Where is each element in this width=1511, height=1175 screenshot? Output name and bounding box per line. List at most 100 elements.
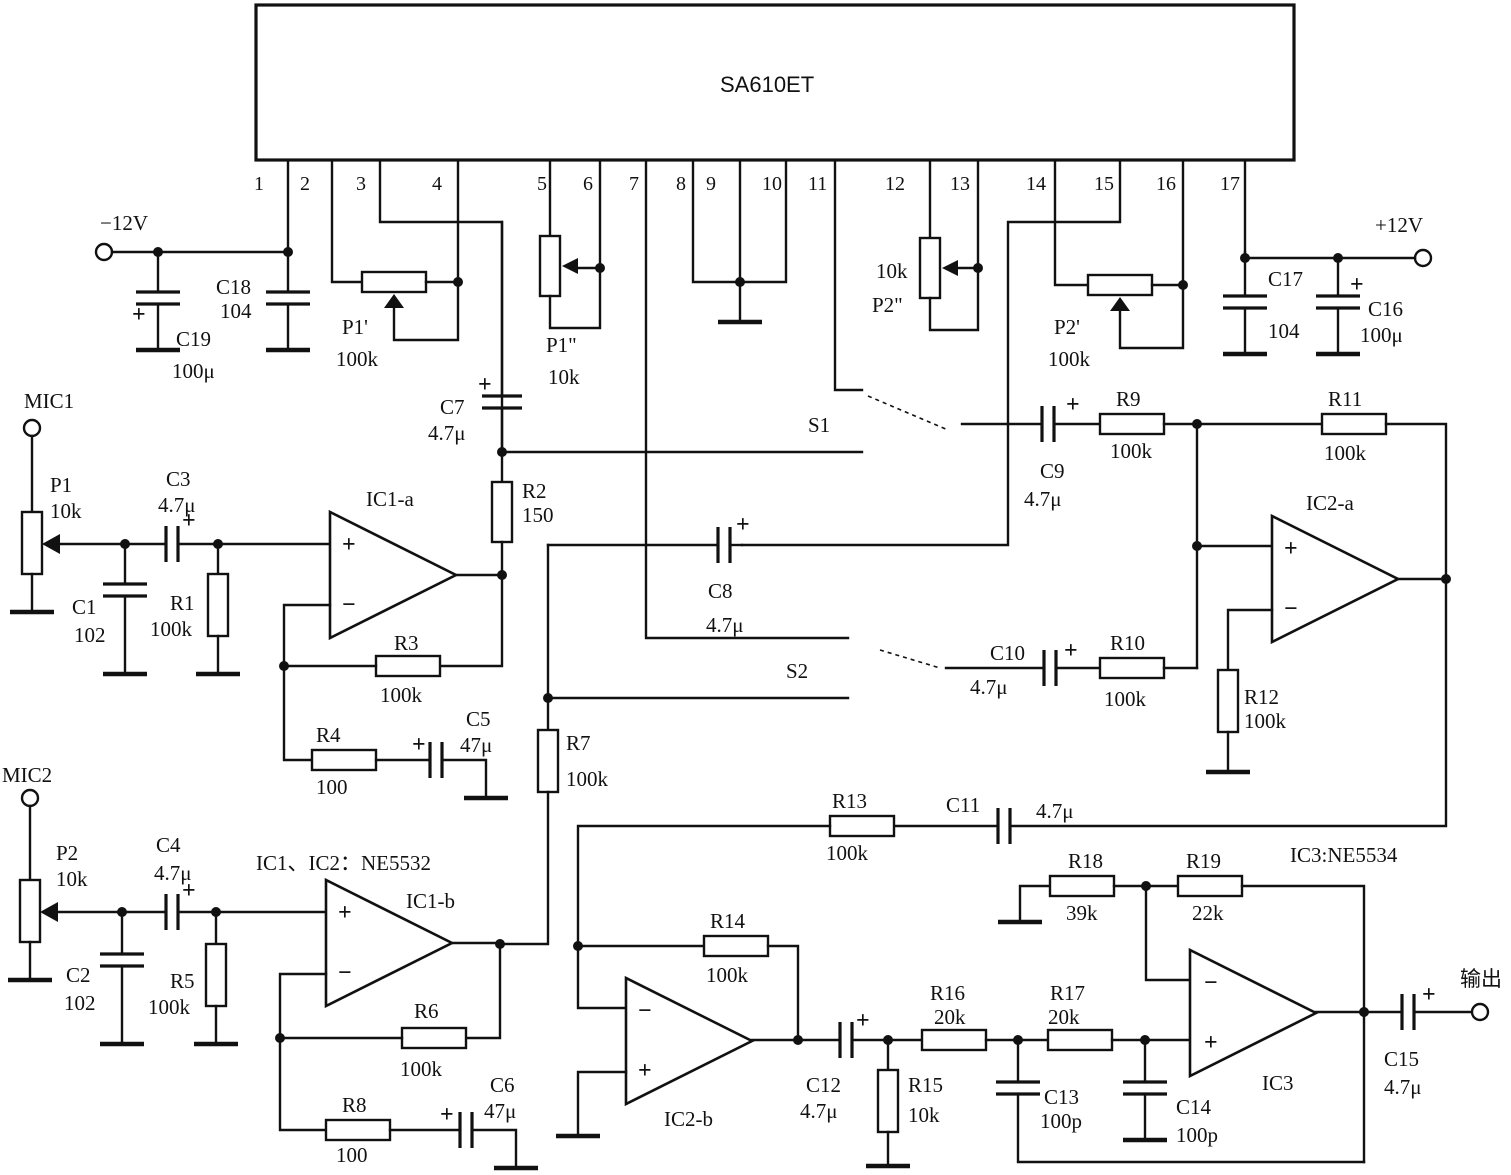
svg-text:10k: 10k xyxy=(908,1103,940,1127)
svg-text:4: 4 xyxy=(432,173,442,195)
svg-text:R8: R8 xyxy=(342,1093,367,1117)
svg-text:10k: 10k xyxy=(876,259,908,283)
svg-text:100k: 100k xyxy=(566,767,609,791)
r13-resistor: R13 100k xyxy=(576,789,896,1010)
mic2-terminal[interactable] xyxy=(20,788,40,808)
svg-text:−: − xyxy=(1204,970,1218,996)
svg-text:P1: P1 xyxy=(50,473,72,497)
svg-text:10k: 10k xyxy=(548,365,580,389)
r7-resistor: R7 100k xyxy=(498,696,609,946)
pot-p2-double-prime[interactable]: 10k P2" xyxy=(872,236,983,332)
svg-text:6: 6 xyxy=(583,173,593,195)
svg-text:4.7μ: 4.7μ xyxy=(1036,799,1074,823)
sa610et-ic: SA610ET xyxy=(254,3,1296,162)
svg-text:17: 17 xyxy=(1220,173,1240,195)
svg-text:−: − xyxy=(338,960,352,986)
svg-text:SA610ET: SA610ET xyxy=(720,72,814,97)
svg-text:−: − xyxy=(638,998,652,1024)
ic2a-feedback-wire xyxy=(1010,577,1448,828)
c11-capacitor: C11 4.7μ xyxy=(892,793,1074,844)
mic1-input: MIC1 P1 10k C1 102 + C3 4.7μ R1 100k xyxy=(10,389,332,677)
c12-capacitor: + C12 4.7μ xyxy=(800,1008,924,1123)
r16-resistor: R16 20k xyxy=(920,981,1050,1052)
svg-text:C5: C5 xyxy=(466,707,491,731)
c7-capacitor: + C7 4.7μ xyxy=(428,220,522,484)
pot-p2-prime[interactable]: P2' 100k xyxy=(1048,273,1188,371)
svg-text:C4: C4 xyxy=(156,833,181,857)
svg-text:C14: C14 xyxy=(1176,1095,1212,1119)
switch-s2[interactable]: S2 xyxy=(786,649,1044,683)
svg-text:150: 150 xyxy=(522,503,554,527)
svg-text:100k: 100k xyxy=(1104,687,1147,711)
svg-text:100p: 100p xyxy=(1176,1123,1218,1147)
svg-text:100k: 100k xyxy=(1244,709,1287,733)
opamp-ic1b: + − IC1-b R6 100k R8 100 + C6 47μ xyxy=(275,877,538,1171)
svg-text:IC1-b: IC1-b xyxy=(406,889,455,913)
svg-text:R17: R17 xyxy=(1050,981,1085,1005)
svg-text:13: 13 xyxy=(950,173,970,195)
svg-text:R16: R16 xyxy=(930,981,965,1005)
pot-p1-prime[interactable]: P1' 100k xyxy=(336,270,463,371)
svg-text:R9: R9 xyxy=(1116,387,1141,411)
svg-text:100: 100 xyxy=(336,1143,368,1167)
svg-text:4.7μ: 4.7μ xyxy=(800,1099,838,1123)
svg-text:100μ: 100μ xyxy=(172,359,215,383)
pot-p1-double-prime[interactable]: P1" 10k xyxy=(538,234,605,389)
output-terminal[interactable]: 输出 xyxy=(1460,967,1502,1022)
svg-text:C18: C18 xyxy=(216,275,251,299)
switch-s1[interactable]: S1 xyxy=(808,395,1042,437)
svg-text:100p: 100p xyxy=(1040,1109,1082,1133)
svg-text:4.7μ: 4.7μ xyxy=(1024,487,1062,511)
svg-text:C6: C6 xyxy=(490,1073,515,1097)
svg-text:47μ: 47μ xyxy=(460,733,492,757)
opamp-ic2a: + − IC2-a xyxy=(1226,491,1451,672)
svg-text:1: 1 xyxy=(254,173,264,195)
mic1-terminal[interactable] xyxy=(22,418,42,438)
svg-text:+: + xyxy=(342,532,356,558)
svg-text:4.7μ: 4.7μ xyxy=(706,613,744,637)
pos-12v-terminal[interactable] xyxy=(1413,248,1433,268)
opamp-ic1a: + − IC1-a R3 100k R4 100 + C5 47μ xyxy=(279,487,508,801)
svg-text:+: + xyxy=(856,1008,870,1034)
svg-text:11: 11 xyxy=(808,173,827,195)
svg-text:+: + xyxy=(338,900,352,926)
c8-capacitor: + C8 4.7μ xyxy=(546,512,750,700)
neg-12v-terminal[interactable] xyxy=(94,242,114,262)
ic3-type-note: IC3:NE5534 xyxy=(1290,843,1398,867)
svg-text:P2": P2" xyxy=(872,293,903,317)
svg-text:+: + xyxy=(182,508,196,534)
r19-resistor: R19 22k xyxy=(1176,849,1366,1014)
svg-text:22k: 22k xyxy=(1192,901,1224,925)
svg-text:+: + xyxy=(440,1102,454,1128)
r17-resistor: R17 20k xyxy=(1046,981,1192,1052)
svg-text:R7: R7 xyxy=(566,731,591,755)
svg-text:R1: R1 xyxy=(170,591,195,615)
svg-text:100k: 100k xyxy=(400,1057,443,1081)
svg-text:10k: 10k xyxy=(50,499,82,523)
svg-text:C13: C13 xyxy=(1044,1085,1079,1109)
svg-text:100k: 100k xyxy=(1324,441,1367,465)
svg-text:C3: C3 xyxy=(166,467,191,491)
svg-text:R5: R5 xyxy=(170,969,195,993)
svg-text:100: 100 xyxy=(316,775,348,799)
svg-text:R2: R2 xyxy=(522,479,547,503)
pos-supply: +12V C17 104 + C16 100μ xyxy=(1223,213,1433,357)
svg-text:C9: C9 xyxy=(1040,459,1065,483)
svg-text:100k: 100k xyxy=(148,995,191,1019)
svg-text:P2': P2' xyxy=(1054,315,1080,339)
opamp-ic2b: − + IC2-b xyxy=(556,975,840,1139)
svg-text:R15: R15 xyxy=(908,1073,943,1097)
opamp-ic3: − + IC3 xyxy=(1144,884,1402,1164)
svg-text:4.7μ: 4.7μ xyxy=(428,421,466,445)
mic2-input: MIC2 P2 10k C2 102 + C4 4.7μ R5 100k xyxy=(2,763,328,1047)
svg-text:100k: 100k xyxy=(380,683,423,707)
svg-text:+: + xyxy=(412,732,426,758)
svg-text:12: 12 xyxy=(885,173,905,195)
svg-text:R4: R4 xyxy=(316,723,341,747)
svg-text:IC1-a: IC1-a xyxy=(366,487,414,511)
svg-text:C7: C7 xyxy=(440,395,465,419)
svg-text:10: 10 xyxy=(762,173,782,195)
svg-text:C2: C2 xyxy=(66,963,91,987)
svg-text:2: 2 xyxy=(300,173,310,195)
svg-text:9: 9 xyxy=(706,173,716,195)
